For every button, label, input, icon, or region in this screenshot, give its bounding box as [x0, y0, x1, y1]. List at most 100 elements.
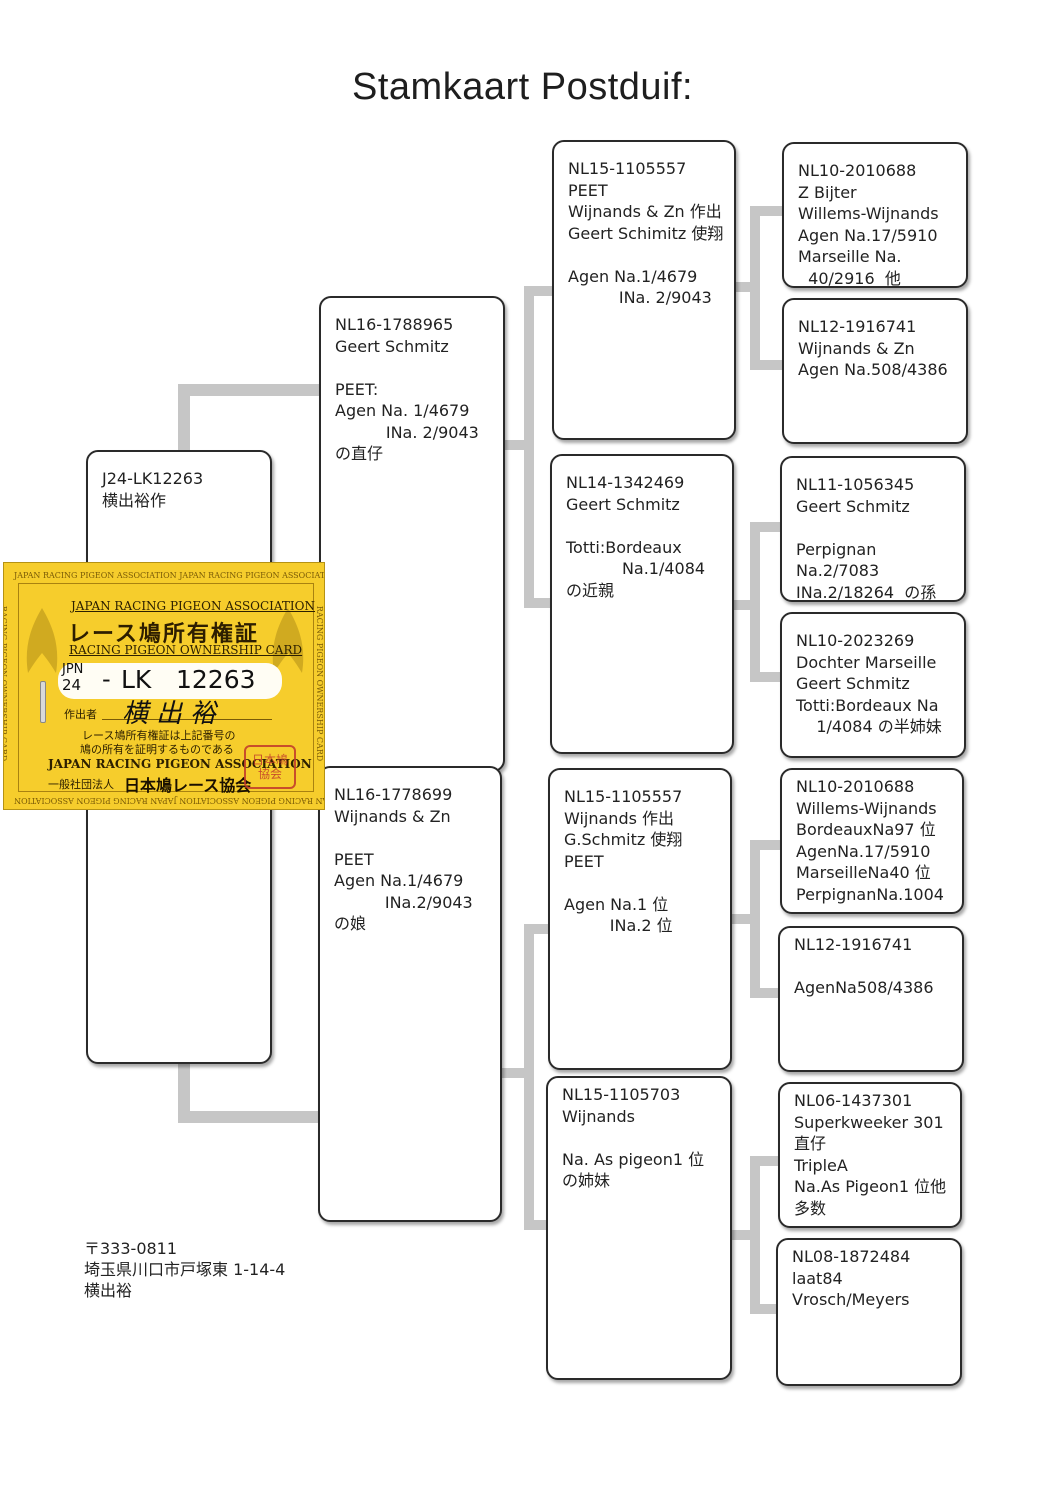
ring-number: NL12-1916741	[798, 317, 917, 336]
granddam-paternal-card: NL14-1342469 Geert Schmitz Totti:Bordeau…	[550, 454, 734, 754]
connector-line	[524, 924, 554, 934]
connector-line	[524, 924, 534, 1230]
pigeon-emblem-icon	[26, 608, 58, 673]
ring-number: NL15-1105557	[564, 787, 683, 806]
pedigree-line: BordeauxNa97 位	[796, 820, 936, 839]
great-grandparent-card-1: NL10-2010688 Z Bijter Willems-Wijnands A…	[782, 142, 968, 288]
pedigree-line: Agen Na.17/5910	[798, 225, 938, 245]
connector-line	[730, 1230, 754, 1240]
pedigree-line: 1/4084 の半姉妹	[796, 717, 942, 736]
pedigree-line: Dochter Marseille	[796, 652, 937, 672]
card-code: LK	[121, 665, 152, 694]
dam-ring-number: NL16-1778699	[334, 785, 453, 804]
pedigree-line: 直仔	[794, 1134, 827, 1153]
ring-number: NL10-2010688	[796, 777, 915, 796]
page-title: Stamkaart Postduif:	[352, 66, 694, 108]
pedigree-line: Willems-Wijnands	[796, 798, 937, 818]
connector-line	[500, 1068, 528, 1078]
card-border-text-left: RACING PIGEON OWNERSHIP CARD	[3, 605, 9, 762]
ring-number: NL10-2023269	[796, 631, 915, 650]
sire-line: Agen Na. 1/4679	[335, 401, 470, 420]
connector-line	[750, 672, 784, 682]
pedigree-line: AgenNa508/4386	[794, 978, 934, 997]
card-inner-frame	[18, 583, 314, 792]
card-subtitle: RACING PIGEON OWNERSHIP CARD	[69, 643, 303, 657]
pedigree-line: Na.1/4084	[566, 559, 706, 578]
pedigree-line	[568, 244, 724, 266]
great-grandparent-card-4: NL10-2023269 Dochter Marseille Geert Sch…	[780, 612, 966, 758]
connector-line	[750, 522, 760, 682]
connector-line	[524, 286, 554, 296]
pedigree-line: TripleA	[794, 1155, 848, 1175]
card-country: JPN	[62, 662, 84, 677]
dam-card: NL16-1778699 Wijnands & Zn PEET Agen Na.…	[318, 766, 502, 1222]
postal-code: 〒333-0811	[84, 1239, 178, 1258]
card-association-prefix: 一般社団法人	[48, 778, 114, 791]
owner-name: 横出裕	[84, 1281, 133, 1300]
connector-line	[502, 440, 528, 450]
connector-line	[750, 522, 784, 532]
ring-number: NL08-1872484	[792, 1247, 911, 1266]
card-border-text-right: RACING PIGEON OWNERSHIP CARD	[315, 605, 325, 762]
ring-number: NL14-1342469	[566, 473, 685, 492]
pedigree-line: Willems-Wijnands	[798, 204, 939, 223]
pedigree-line: PEET	[568, 180, 608, 200]
pedigree-line: G.Schmitz 使翔	[564, 830, 683, 849]
dam-line: の娘	[334, 914, 367, 933]
granddam-maternal-card: NL15-1105703 Wijnands Na. As pigeon1 位 の…	[546, 1076, 732, 1380]
card-border-text-top: JAPAN RACING PIGEON ASSOCIATION JAPAN RA…	[14, 571, 325, 580]
connector-line	[730, 914, 754, 924]
sire-line: PEET:	[335, 379, 379, 399]
pedigree-line	[794, 956, 952, 978]
pedigree-line: Perpignan	[796, 539, 877, 559]
pigeon-emblem-icon	[272, 608, 304, 673]
great-grandparent-card-7: NL06-1437301 Superkweeker 301 直仔 TripleA…	[778, 1082, 962, 1228]
pedigree-line: Geert Schmitz	[796, 674, 910, 693]
connector-line	[750, 206, 760, 370]
street-address: 埼玉県川口市戸塚東 1-14-4	[84, 1260, 286, 1279]
connector-line	[750, 360, 784, 370]
breeder-underline	[102, 719, 272, 720]
pedigree-line: Superkweeker 301	[794, 1112, 944, 1132]
pedigree-line: Geert Schimitz 使翔	[568, 223, 724, 243]
sire-line: の直仔	[335, 444, 384, 463]
sire-line	[335, 357, 493, 379]
pedigree-line: Wijnands	[562, 1106, 635, 1126]
connector-line	[524, 598, 554, 608]
connector-line	[178, 384, 321, 396]
card-title: レース鳩所有権証	[68, 622, 259, 647]
ring-number: NL06-1437301	[794, 1091, 913, 1110]
grandsire-maternal-card: NL15-1105557 Wijnands 作出 G.Schmitz 使翔 PE…	[548, 768, 732, 1070]
card-border-text-bottom: JAPAN RACING PIGEON ASSOCIATION JAPAN RA…	[14, 796, 325, 805]
ring-number: NL10-2010688	[798, 161, 917, 180]
connector-line	[750, 988, 780, 998]
pedigree-line: INa. 2/9043	[568, 288, 712, 307]
pedigree-line: PerpignanNa.1004	[796, 884, 944, 904]
pedigree-line: INa.2 位	[564, 916, 673, 935]
connector-line	[734, 282, 754, 292]
pedigree-line: の近親	[566, 580, 615, 600]
connector-line	[750, 206, 784, 216]
pedigree-line: Wijnands & Zn	[798, 338, 915, 358]
pedigree-line: Totti:Bordeaux	[566, 537, 682, 557]
pedigree-line: Na. As pigeon1 位	[562, 1149, 705, 1169]
pedigree-line: PEET	[564, 851, 604, 871]
dam-line: PEET	[334, 849, 374, 869]
pedigree-line: Totti:Bordeaux Na	[796, 695, 939, 715]
ring-number-field	[58, 663, 282, 699]
pedigree-line: Z Bijter	[798, 182, 857, 202]
pigeon-breeder: 横出裕作	[102, 490, 167, 510]
ring-number: NL11-1056345	[796, 475, 915, 494]
pigeon-ring-number: J24-LK12263	[102, 469, 204, 488]
pedigree-line: Marseille Na.	[798, 247, 902, 266]
pedigree-line: 多数	[794, 1198, 827, 1218]
pedigree-line: Geert Schmitz	[796, 496, 910, 516]
pedigree-line: Agen Na.1/4679	[568, 266, 698, 286]
dam-line	[334, 827, 490, 849]
great-grandparent-card-6: NL12-1916741 AgenNa508/4386	[778, 926, 964, 1072]
sire-line: INa. 2/9043	[335, 422, 479, 442]
connector-line	[178, 1111, 321, 1123]
pedigree-line: AgenNa.17/5910	[796, 841, 931, 861]
pedigree-line: Na.2/7083	[796, 561, 880, 580]
connector-line	[750, 1304, 780, 1314]
